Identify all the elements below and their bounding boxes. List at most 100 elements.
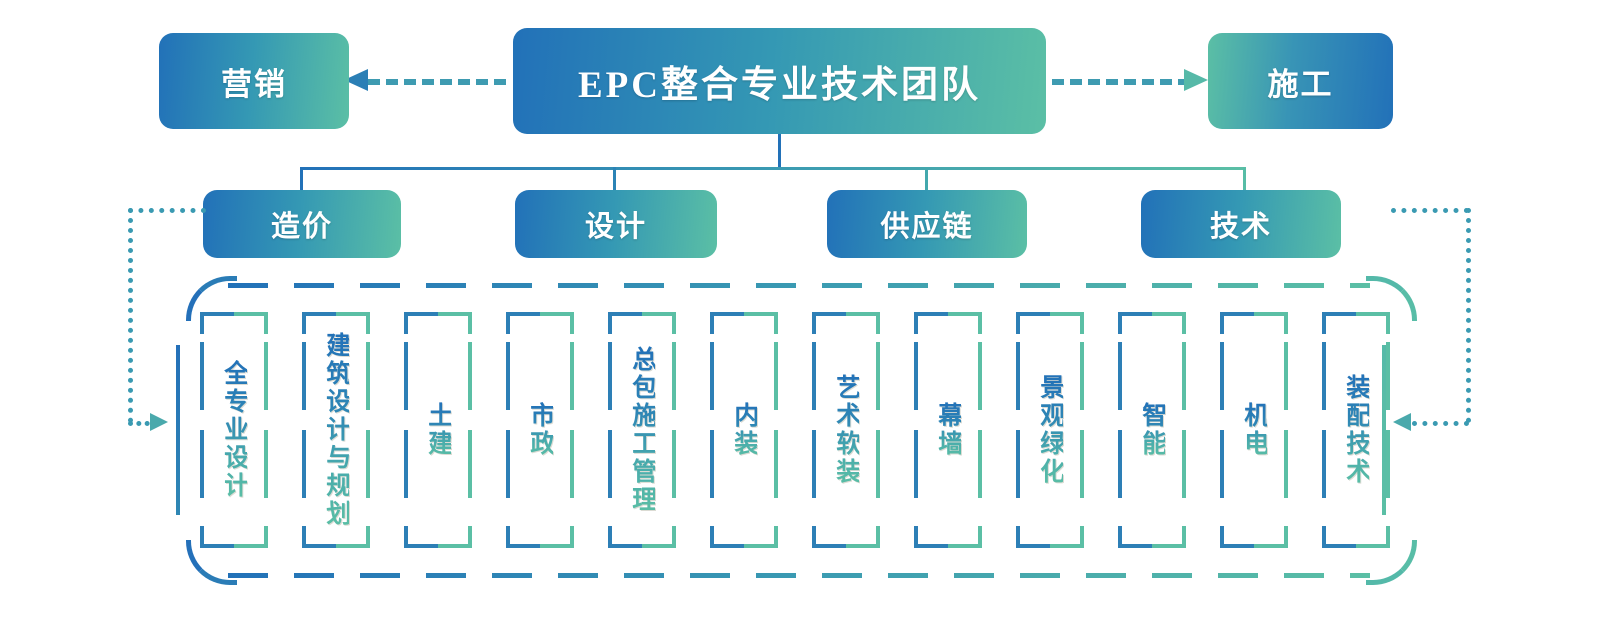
item-12[interactable]: 装配技术 bbox=[1322, 312, 1390, 548]
frame-corner-bottom-left bbox=[506, 526, 540, 548]
item-label-wrap: 市政 bbox=[506, 312, 574, 548]
frame-edge-right bbox=[876, 342, 880, 518]
dashed-connector-right bbox=[1052, 79, 1190, 85]
frame-edge-left bbox=[200, 342, 204, 518]
frame-corner-bottom-left bbox=[404, 526, 438, 548]
node-design[interactable]: 设计 bbox=[515, 190, 717, 258]
frame-edge-right bbox=[672, 342, 676, 518]
node-cost[interactable]: 造价 bbox=[203, 190, 401, 258]
frame-corner-top-right bbox=[1254, 312, 1288, 334]
frame-corner-bottom-right bbox=[234, 526, 268, 548]
item-label-wrap: 机电 bbox=[1220, 312, 1288, 548]
item-label-wrap: 总包施工管理 bbox=[608, 312, 676, 548]
item-label: 机电 bbox=[1240, 402, 1268, 458]
item-5[interactable]: 总包施工管理 bbox=[608, 312, 676, 548]
item-4[interactable]: 市政 bbox=[506, 312, 574, 548]
frame-edge-right bbox=[1080, 342, 1084, 518]
frame-edge-right bbox=[1386, 342, 1390, 518]
item-8[interactable]: 幕墙 bbox=[914, 312, 982, 548]
frame-corner-top-left bbox=[608, 312, 642, 334]
connector-drop-1 bbox=[300, 167, 303, 192]
item-11[interactable]: 机电 bbox=[1220, 312, 1288, 548]
frame-corner-top-left bbox=[1016, 312, 1050, 334]
item-2[interactable]: 建筑设计与规划 bbox=[302, 312, 370, 548]
frame-edge-right bbox=[468, 342, 472, 518]
node-cost-label: 造价 bbox=[270, 211, 333, 243]
node-root-label: EPC整合专业技术团队 bbox=[578, 65, 981, 106]
node-marketing-label: 营销 bbox=[221, 66, 287, 102]
dotted-arrow-left-icon bbox=[1393, 413, 1411, 431]
item-group: 全专业设计 建筑设计与规划 土建 市政 总包施工管理 内装 艺术软装 幕墙 景观绿化 智能机电装配… bbox=[200, 312, 1390, 548]
item-label: 市政 bbox=[526, 402, 554, 458]
frame-edge-right bbox=[264, 342, 268, 518]
item-10[interactable]: 智能 bbox=[1118, 312, 1186, 548]
frame-corner-bottom-left bbox=[710, 526, 744, 548]
item-label: 艺术软装 bbox=[832, 374, 860, 486]
frame-corner-top-left bbox=[1118, 312, 1152, 334]
frame-corner-bottom-left bbox=[1322, 526, 1356, 548]
dashed-connector-left bbox=[368, 79, 506, 85]
frame-corner-top-left bbox=[914, 312, 948, 334]
frame-corner-top-left bbox=[812, 312, 846, 334]
connector-drop-2 bbox=[613, 167, 616, 192]
item-label: 景观绿化 bbox=[1036, 374, 1064, 486]
dotted-arrow-right-icon bbox=[150, 413, 168, 431]
arrow-left-icon bbox=[344, 69, 368, 91]
frame-corner-bottom-left bbox=[200, 526, 234, 548]
item-label: 建筑设计与规划 bbox=[322, 332, 350, 528]
frame-corner-top-right bbox=[744, 312, 778, 334]
frame-corner-bottom-right bbox=[438, 526, 472, 548]
item-label: 总包施工管理 bbox=[628, 346, 656, 514]
frame-edge-right bbox=[774, 342, 778, 518]
item-label-wrap: 艺术软装 bbox=[812, 312, 880, 548]
node-construction-label: 施工 bbox=[1267, 66, 1334, 102]
frame-corner-top-right bbox=[438, 312, 472, 334]
frame-corner-bottom-right bbox=[744, 526, 778, 548]
frame-corner-bottom-right bbox=[1356, 526, 1390, 548]
item-3[interactable]: 土建 bbox=[404, 312, 472, 548]
dotted-loop-right-top bbox=[1391, 208, 1469, 213]
item-label-wrap: 幕墙 bbox=[914, 312, 982, 548]
frame-edge-left bbox=[1220, 342, 1224, 518]
dotted-loop-right-bottom bbox=[1412, 421, 1469, 426]
item-label-wrap: 内装 bbox=[710, 312, 778, 548]
accent-line-right bbox=[1382, 345, 1386, 515]
arrow-right-icon bbox=[1184, 69, 1208, 91]
item-label: 土建 bbox=[424, 402, 452, 458]
node-technology[interactable]: 技术 bbox=[1141, 190, 1341, 258]
item-label-wrap: 土建 bbox=[404, 312, 472, 548]
item-label: 幕墙 bbox=[934, 402, 962, 458]
frame-edge-left bbox=[710, 342, 714, 518]
item-label: 内装 bbox=[730, 402, 758, 458]
frame-corner-top-right bbox=[1050, 312, 1084, 334]
frame-corner-bottom-right bbox=[336, 526, 370, 548]
frame-corner-bottom-right bbox=[846, 526, 880, 548]
item-label-wrap: 全专业设计 bbox=[200, 312, 268, 548]
item-1[interactable]: 全专业设计 bbox=[200, 312, 268, 548]
frame-edge-right bbox=[1182, 342, 1186, 518]
frame-corner-bottom-left bbox=[812, 526, 846, 548]
frame-corner-bottom-right bbox=[1050, 526, 1084, 548]
node-design-label: 设计 bbox=[584, 211, 647, 243]
frame-edge-right bbox=[1284, 342, 1288, 518]
item-9[interactable]: 景观绿化 bbox=[1016, 312, 1084, 548]
node-root[interactable]: EPC整合专业技术团队 bbox=[513, 28, 1046, 134]
item-6[interactable]: 内装 bbox=[710, 312, 778, 548]
connector-drop-4 bbox=[1243, 167, 1246, 192]
frame-edge-left bbox=[302, 342, 306, 518]
frame-edge-left bbox=[1118, 342, 1122, 518]
frame-edge-left bbox=[1322, 342, 1326, 518]
frame-corner-top-right bbox=[336, 312, 370, 334]
frame-edge-right bbox=[366, 342, 370, 518]
frame-edge-left bbox=[506, 342, 510, 518]
node-supply-chain[interactable]: 供应链 bbox=[827, 190, 1027, 258]
item-label-wrap: 景观绿化 bbox=[1016, 312, 1084, 548]
node-marketing[interactable]: 营销 bbox=[159, 33, 349, 129]
frame-corner-top-right bbox=[642, 312, 676, 334]
item-7[interactable]: 艺术软装 bbox=[812, 312, 880, 548]
node-construction[interactable]: 施工 bbox=[1208, 33, 1393, 129]
frame-edge-left bbox=[1016, 342, 1020, 518]
node-technology-label: 技术 bbox=[1209, 211, 1272, 243]
frame-corner-top-left bbox=[302, 312, 336, 334]
